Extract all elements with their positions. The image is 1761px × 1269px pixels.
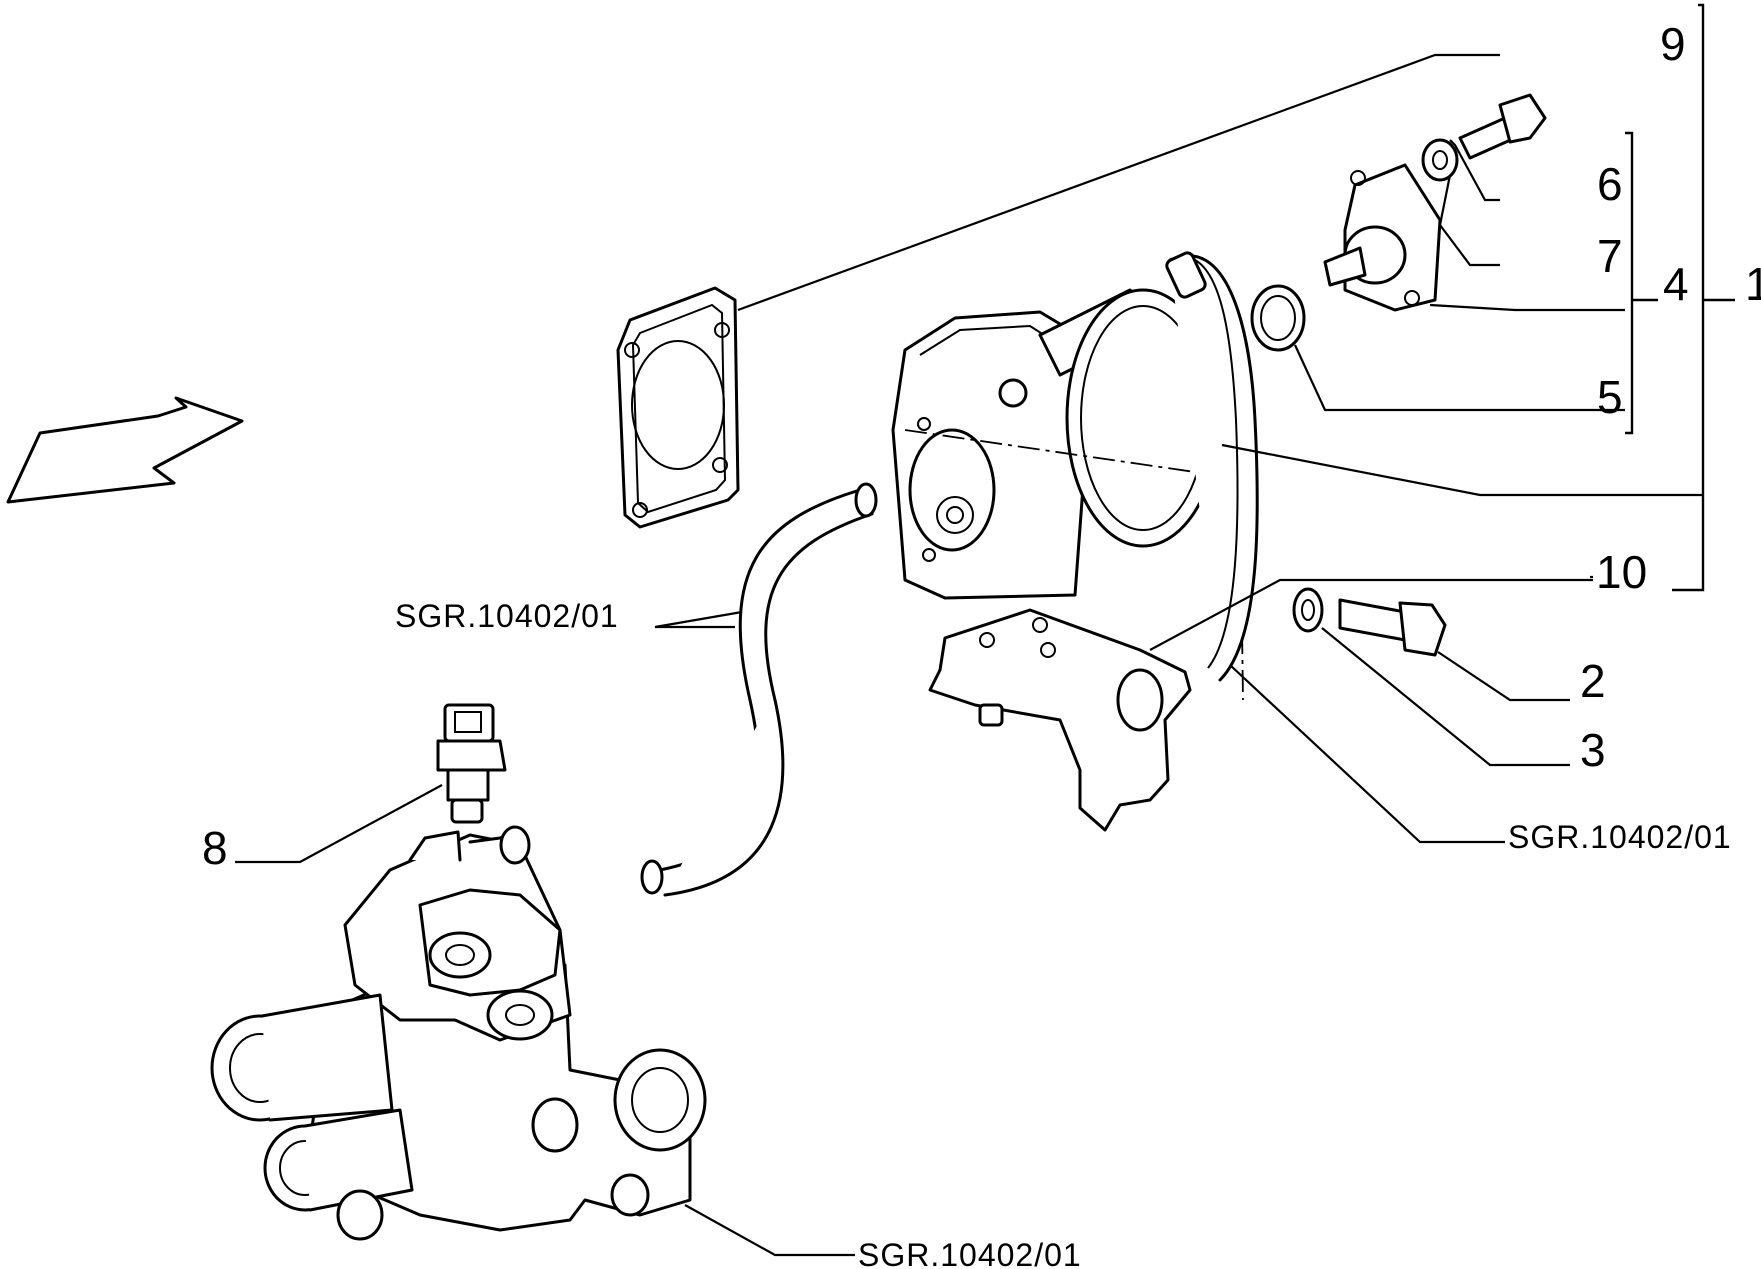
water-pipe-part (1165, 251, 1259, 682)
coolant-hose-part (640, 482, 878, 897)
callout-7: 7 (1597, 230, 1623, 282)
bolt-part (1338, 598, 1447, 657)
reference-bottom: SGR.10402/01 (858, 1237, 1082, 1269)
gasket-part (616, 286, 740, 529)
callout-5: 5 (1597, 371, 1623, 423)
reference-right: SGR.10402/01 (1508, 819, 1732, 855)
mounting-bracket-part (928, 608, 1192, 832)
throttle-position-sensor-part (1323, 163, 1442, 312)
callout-9: 9 (1660, 18, 1686, 70)
throttle-body-part (891, 288, 1251, 701)
callout-10: 10 (1596, 546, 1647, 598)
callout-2: 2 (1580, 655, 1606, 707)
callout-4: 4 (1663, 258, 1689, 310)
o-ring-part (1250, 284, 1306, 352)
direction-arrow-icon (6, 396, 244, 504)
reference-hose: SGR.10402/01 (395, 598, 619, 634)
callout-8: 8 (202, 822, 228, 874)
thermostat-housing-part (210, 825, 707, 1241)
washer-part (1421, 138, 1459, 182)
temperature-sensor-part (436, 703, 507, 824)
bolt-washer-part (1292, 587, 1324, 633)
screw-part (1458, 93, 1547, 160)
callout-1: 1 (1745, 258, 1761, 310)
group-brackets (1625, 3, 1735, 592)
callout-6: 6 (1597, 158, 1623, 210)
callout-3: 3 (1580, 724, 1606, 776)
leader-lines (235, 53, 1703, 1257)
